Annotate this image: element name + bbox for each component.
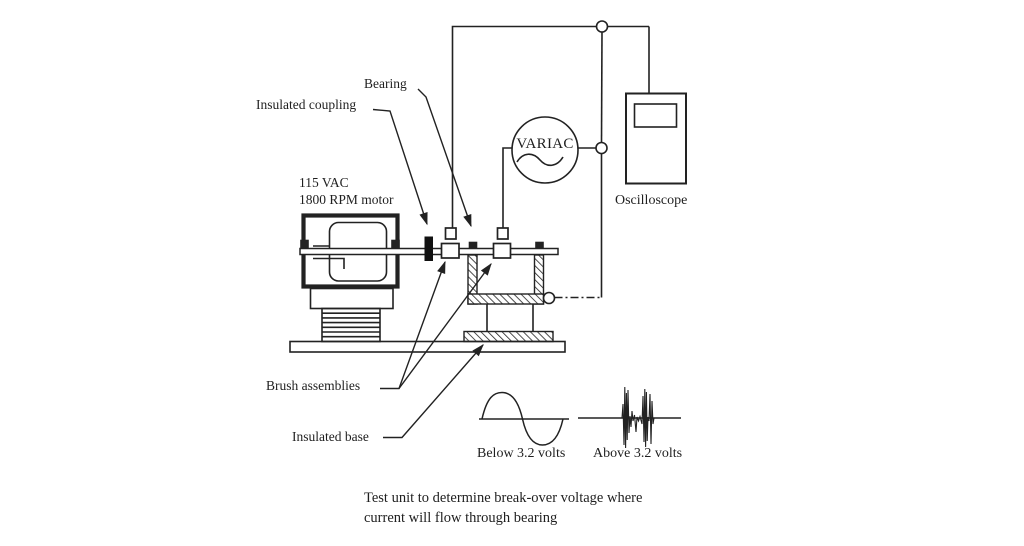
insulated-base-leader-arrow: [383, 344, 484, 439]
sine-waveform: [479, 391, 569, 446]
insulated-coupling-leader-arrow: [372, 108, 428, 226]
baseplate: [289, 340, 566, 353]
variac-circle: [511, 116, 579, 184]
brush-assembly-2: [492, 227, 512, 259]
wire-junction-vertical-upper: [600, 31, 603, 143]
junction-node-variac: [595, 141, 608, 155]
below-waveform-label: Below 3.2 volts: [477, 446, 566, 461]
motor-mount-ribs: [321, 307, 381, 343]
oscilloscope-screen: [633, 103, 678, 128]
insulated-base-label: Insulated base: [292, 429, 369, 444]
figure-caption-line2: current will flow through bearing: [364, 509, 558, 526]
variac-label: VARIAC: [516, 136, 574, 152]
bearing-housing-bottom: [467, 293, 545, 305]
bearing-leader-arrow: [417, 88, 472, 228]
motor-spec-line1: 115 VAC: [299, 175, 349, 190]
motor-bearing-tab-right: [391, 239, 400, 250]
variac-sine-icon: [516, 153, 564, 167]
oscilloscope-label: Oscilloscope: [615, 193, 688, 208]
figure-caption-line1: Test unit to determine break-over voltag…: [364, 490, 643, 506]
junction-node-top: [595, 20, 609, 33]
figure-caption: Test unit to determine break-over voltag…: [364, 489, 642, 528]
wire-brush1-to-top: [451, 25, 597, 228]
brush-assembly-1: [440, 227, 460, 259]
bearing-label: Bearing: [364, 76, 407, 91]
oscilloscope-box: [625, 92, 687, 185]
motor-spec-line2: 1800 RPM motor: [299, 191, 394, 207]
wire-variac-to-brush2: [502, 147, 512, 228]
motor-pedestal: [309, 287, 394, 310]
motor-spec-label: 115 VAC 1800 RPM motor: [299, 175, 394, 208]
brush-assemblies-label: Brush assemblies: [266, 378, 361, 393]
bearing-terminal-node: [542, 291, 556, 305]
insulated-base-block: [463, 330, 554, 343]
insulated-coupling-label: Insulated coupling: [256, 97, 357, 112]
spike-waveform: [578, 386, 681, 449]
above-waveform-label: Above 3.2 volts: [593, 446, 683, 461]
insulated-coupling-bar: [424, 236, 433, 261]
brush-assemblies-leader-arrow-2: [398, 262, 492, 389]
motor-bearing-tab-left: [300, 239, 309, 250]
motor-winding-slot-bottom: [313, 257, 345, 269]
